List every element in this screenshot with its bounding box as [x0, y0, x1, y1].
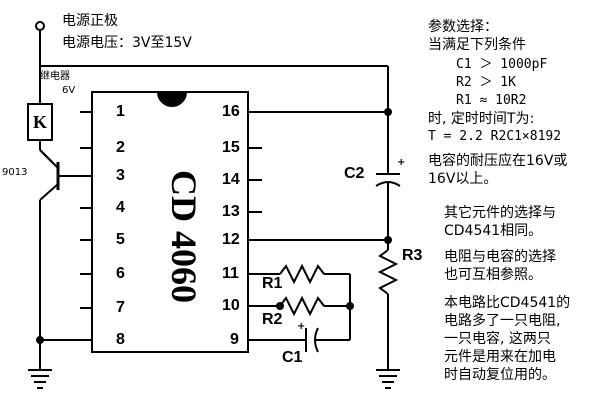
pin-2: 2	[116, 139, 125, 156]
pin-16: 16	[222, 103, 240, 120]
c1-label: C1	[282, 349, 303, 366]
notes-rc-2: 也可互相参照。	[444, 267, 542, 283]
chip-body	[91, 91, 249, 353]
notes-compare-3: 一只电容, 这两只	[444, 331, 551, 347]
r1-resistor	[279, 263, 325, 285]
notes-compare-2: 电路多了一只电阻,	[444, 313, 561, 329]
notes-compare-1: 本电路比CD4541的	[444, 295, 571, 311]
junction-pin16	[384, 108, 392, 116]
pin-3: 3	[116, 167, 125, 184]
junction-pin8	[36, 336, 44, 344]
ground-right	[376, 369, 400, 389]
r3-resistor	[377, 249, 399, 295]
notes-timing-intro: 时, 定时时间T为:	[428, 111, 535, 127]
c1-polarity: +	[297, 321, 306, 332]
pin-4: 4	[116, 199, 125, 216]
notes-compare-5: 时自动复位用的。	[444, 367, 556, 383]
pin-14: 14	[222, 171, 240, 188]
r3-label: R3	[402, 247, 423, 264]
relay-voltage-label: 6V	[62, 85, 76, 96]
chip-notch	[156, 91, 188, 107]
power-voltage-label: 电源电压：3V至15V	[62, 35, 192, 51]
pin-5: 5	[116, 231, 125, 248]
pin-10: 10	[222, 297, 240, 314]
chip-name: CD 4060	[164, 170, 204, 303]
pin-1: 1	[116, 103, 125, 120]
ground-left	[28, 369, 52, 389]
notes-title: 参数选择：	[428, 19, 498, 35]
relay-symbol: K	[33, 112, 48, 132]
notes-c1-rule: C1 ＞ 1000pF	[456, 57, 548, 72]
notes-rc-1: 电阻与电容的选择	[444, 249, 556, 265]
notes-condition: 当满足下列条件	[428, 37, 526, 53]
pin-7: 7	[116, 299, 125, 316]
pin-15: 15	[222, 139, 240, 156]
transistor-collector	[39, 149, 59, 169]
pin-13: 13	[222, 203, 240, 220]
notes-other-2: CD4541相同。	[444, 223, 543, 239]
pin-9: 9	[230, 331, 239, 348]
pin-12: 12	[222, 231, 240, 248]
power-terminal	[35, 21, 45, 31]
pin-11: 11	[222, 265, 239, 282]
power-positive-label: 电源正极	[62, 13, 118, 29]
notes-compare-4: 元件是用来在加电	[444, 349, 556, 365]
notes-other-1: 其它元件的选择与	[444, 205, 556, 221]
notes-cap-voltage-2: 16V以上。	[428, 171, 498, 187]
pin-8: 8	[116, 331, 125, 348]
transistor-emitter	[39, 183, 59, 201]
relay-name-label: 继电器	[40, 71, 70, 82]
pin-6: 6	[116, 265, 125, 282]
notes-r1-rule: R1 ≈ 10R2	[456, 93, 527, 108]
notes-r2-rule: R2 ＞ 1K	[456, 75, 516, 90]
transistor-label: 9013	[2, 167, 28, 178]
notes-timing-formula: T = 2.2 R2C1×8192	[428, 129, 562, 144]
c2-label: C2	[344, 165, 365, 182]
r2-label: R2	[262, 311, 283, 328]
notes-cap-voltage-1: 电容的耐压应在16V或	[428, 153, 568, 169]
c2-polarity: +	[397, 157, 406, 168]
r2-resistor	[279, 295, 325, 317]
r1-label: R1	[262, 275, 283, 292]
